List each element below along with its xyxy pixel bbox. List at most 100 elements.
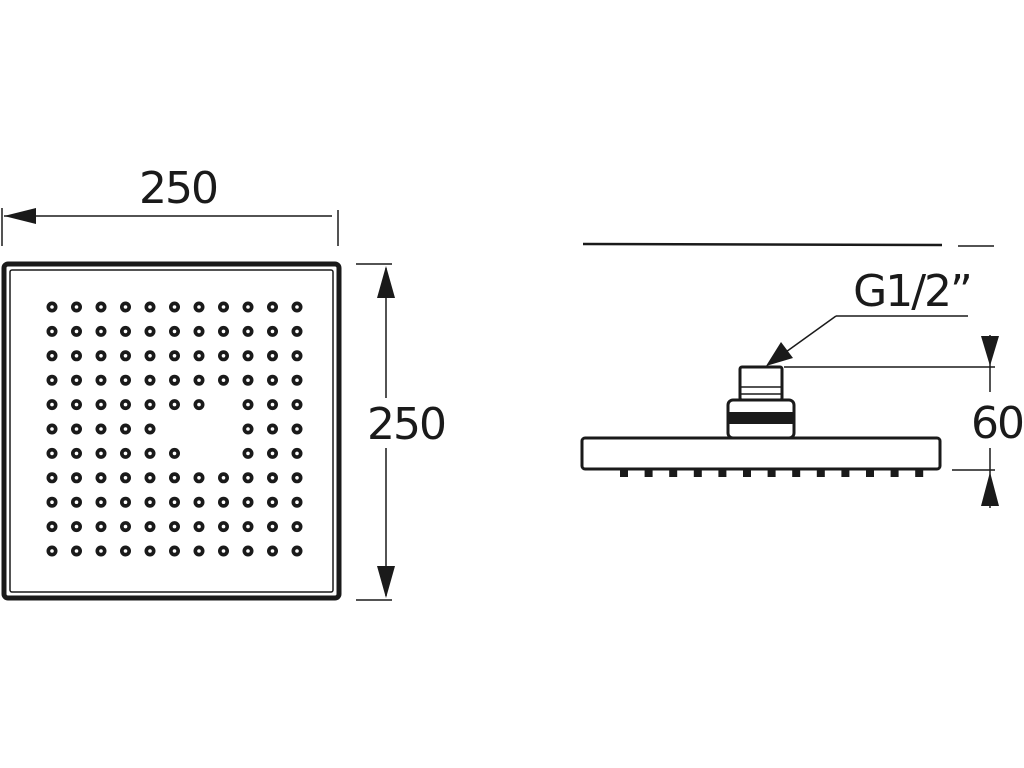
nozzle-hole (172, 476, 177, 480)
shower-plate-inner (9, 269, 334, 593)
side-height-label: 60 (971, 398, 1023, 449)
nozzle-hole (74, 427, 79, 431)
nozzle-hole (295, 305, 299, 309)
nozzle-hole (50, 354, 54, 358)
height-arrowhead-top (377, 266, 395, 298)
nozzle-tooth (669, 469, 678, 477)
nozzle-hole (172, 402, 177, 407)
nozzle-hole (172, 329, 177, 334)
nozzle-hole (172, 500, 177, 505)
nozzle-tooth (792, 469, 801, 477)
side-height-dimension: 60 (784, 335, 1024, 508)
nozzle-hole (246, 329, 250, 334)
nozzle-hole (270, 427, 275, 431)
nozzle-hole (270, 476, 275, 480)
nozzle-hole (246, 427, 250, 431)
nozzle-hole (99, 549, 103, 553)
nozzle-hole (50, 524, 54, 529)
nozzle-hole (123, 354, 128, 358)
nozzle-tooth (915, 469, 924, 477)
nozzle-hole (246, 476, 250, 480)
side-view: G1/2” 60 (580, 242, 1024, 508)
nozzle-hole (99, 354, 103, 358)
nozzle-hole (148, 451, 152, 456)
nozzle-hole (295, 378, 299, 383)
nozzle-hole (74, 402, 79, 407)
nozzle-hole (246, 549, 250, 553)
nozzle-tooth (767, 469, 776, 477)
nozzle-hole (246, 451, 250, 456)
nozzle-hole (270, 451, 275, 456)
nozzle-hole (172, 524, 177, 529)
nozzle-hole (74, 524, 79, 529)
front-height-dimension: 250 (356, 263, 447, 601)
nozzle-hole (99, 305, 103, 309)
nozzle-tooth (841, 469, 850, 477)
nozzle-teeth (620, 469, 924, 477)
nozzle-hole (270, 329, 275, 334)
nozzle-hole (148, 427, 152, 431)
nozzle-hole (123, 524, 128, 529)
nozzle-hole (172, 378, 177, 383)
nozzle-hole (148, 329, 152, 334)
nozzle-tooth (644, 469, 653, 477)
nozzle-hole (74, 329, 79, 334)
nozzle-hole (295, 476, 299, 480)
nozzle-hole (295, 402, 299, 407)
height-label-background (366, 398, 446, 448)
nozzle-hole (197, 305, 201, 309)
nozzle-hole (99, 378, 103, 383)
nozzle-tooth (816, 469, 825, 477)
front-height-label: 250 (367, 399, 445, 450)
nozzle-hole (123, 427, 128, 431)
nozzle-hole (270, 500, 275, 505)
nozzle-hole (270, 354, 275, 358)
nozzle-hole (246, 354, 250, 358)
nozzle-hole (246, 305, 250, 309)
nozzle-tooth (866, 469, 874, 477)
nozzle-hole (148, 402, 152, 407)
side-height-arrowhead-bottom (981, 472, 999, 506)
thread-leader-arrowhead (766, 342, 793, 366)
nozzle-hole (221, 549, 226, 553)
nozzle-hole (270, 305, 275, 309)
nozzle-hole (74, 476, 79, 480)
thread-label: G1/2” (853, 266, 971, 317)
nozzle-hole (74, 305, 79, 309)
nozzle-tooth (718, 469, 727, 477)
nozzle-grid (46, 301, 303, 557)
nozzle-hole (99, 451, 103, 456)
nozzle-hole (99, 427, 103, 431)
nozzle-hole (74, 451, 79, 456)
nozzle-hole (50, 549, 54, 553)
nozzle-hole (172, 354, 177, 358)
nozzle-hole (246, 378, 250, 383)
nozzle-hole (172, 305, 177, 309)
nozzle-hole (197, 476, 201, 480)
shower-plate-outer (1, 261, 342, 601)
nozzle-hole (99, 500, 103, 505)
nozzle-hole (148, 549, 152, 553)
nozzle-hole (270, 378, 275, 383)
nozzle-hole (295, 354, 299, 358)
nozzle-hole (148, 354, 152, 358)
nozzle-hole (197, 354, 201, 358)
nozzle-hole (148, 378, 152, 383)
nozzle-tooth (620, 469, 628, 477)
nozzle-hole (148, 305, 152, 309)
nozzle-hole (270, 402, 275, 407)
nozzle-hole (50, 378, 54, 383)
nozzle-hole (50, 305, 54, 309)
nozzle-hole (295, 451, 299, 456)
nozzle-hole (123, 329, 128, 334)
width-arrowhead (4, 208, 36, 224)
nozzle-hole (123, 402, 128, 407)
nozzle-hole (123, 549, 128, 553)
nozzle-hole (74, 500, 79, 505)
nozzle-hole (74, 378, 79, 383)
side-height-arrowhead-top (981, 336, 999, 366)
nozzle-hole (221, 500, 226, 505)
nozzle-hole (50, 427, 54, 431)
nozzle-hole (172, 549, 177, 553)
